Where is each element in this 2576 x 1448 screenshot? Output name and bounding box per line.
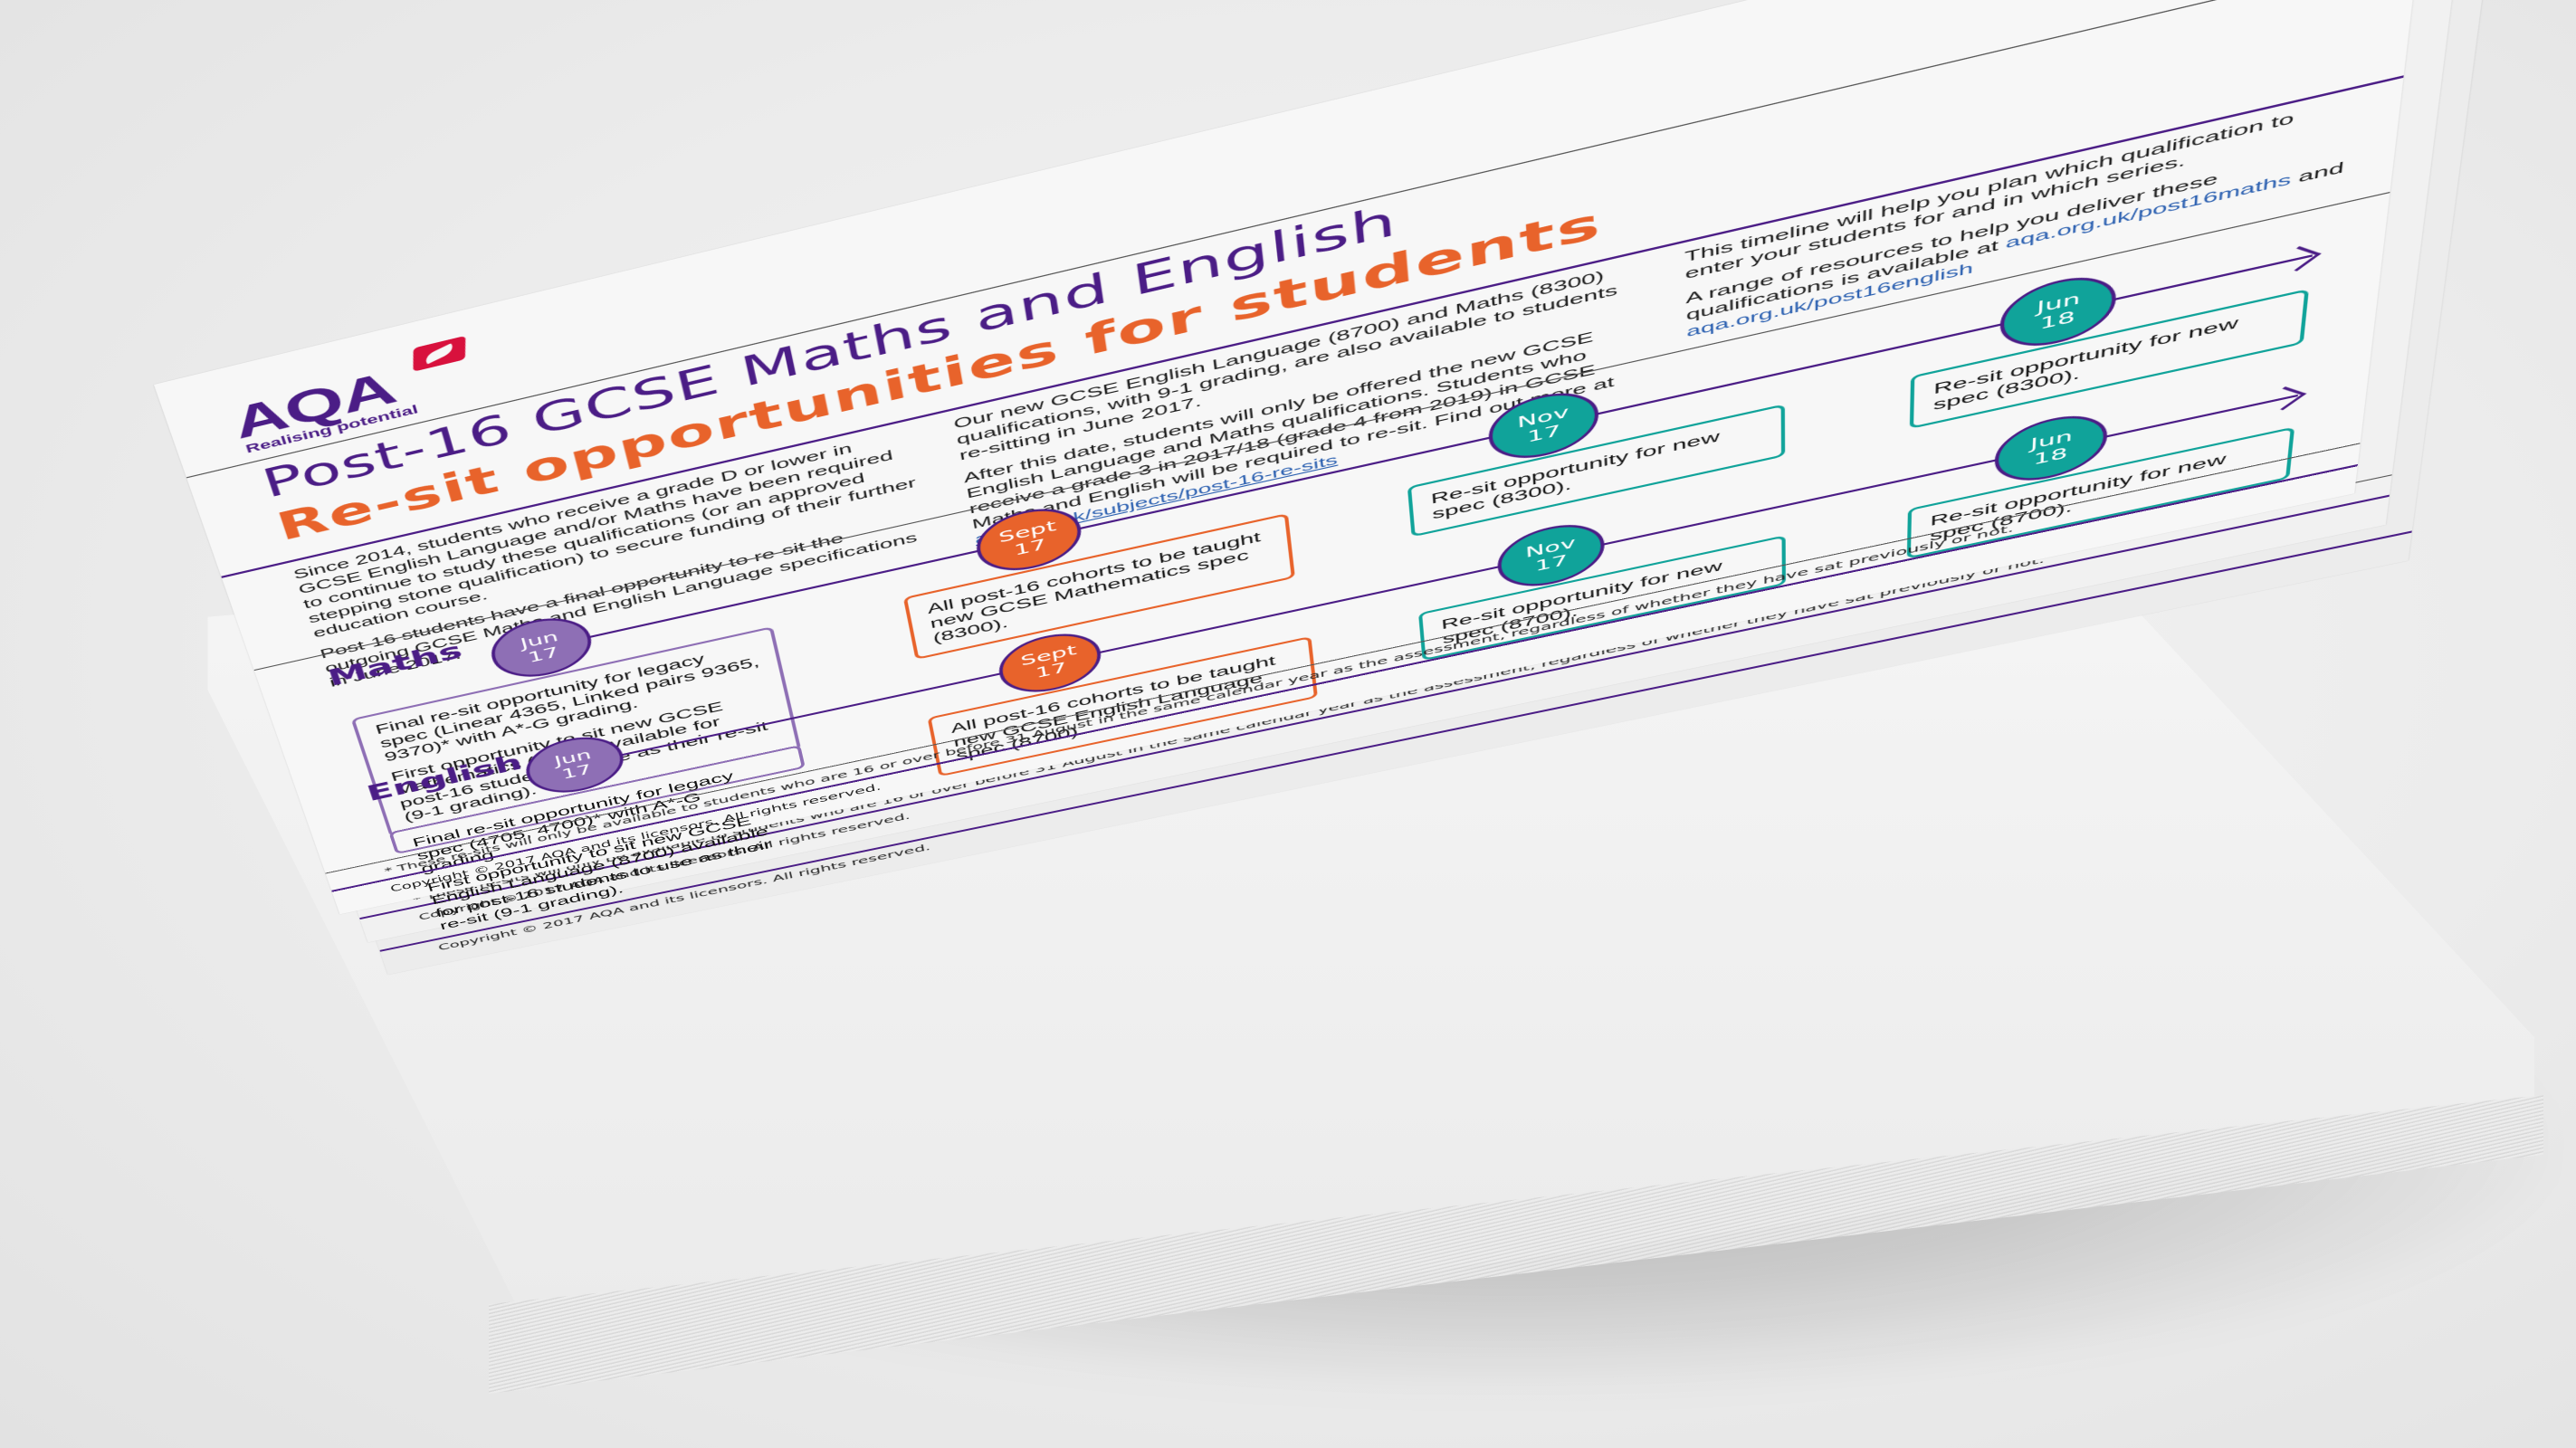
event-text: Re-sit opportunity for new spec (8300). xyxy=(1932,314,2239,414)
timeline-arrow-icon xyxy=(2275,246,2322,272)
timeline-arrow-icon xyxy=(2261,386,2307,411)
maths-event-sept-17: All post-16 cohorts to be taught new GCS… xyxy=(902,512,1295,661)
aqa-swoosh-icon xyxy=(413,335,466,372)
intro-text: and xyxy=(2290,158,2345,188)
